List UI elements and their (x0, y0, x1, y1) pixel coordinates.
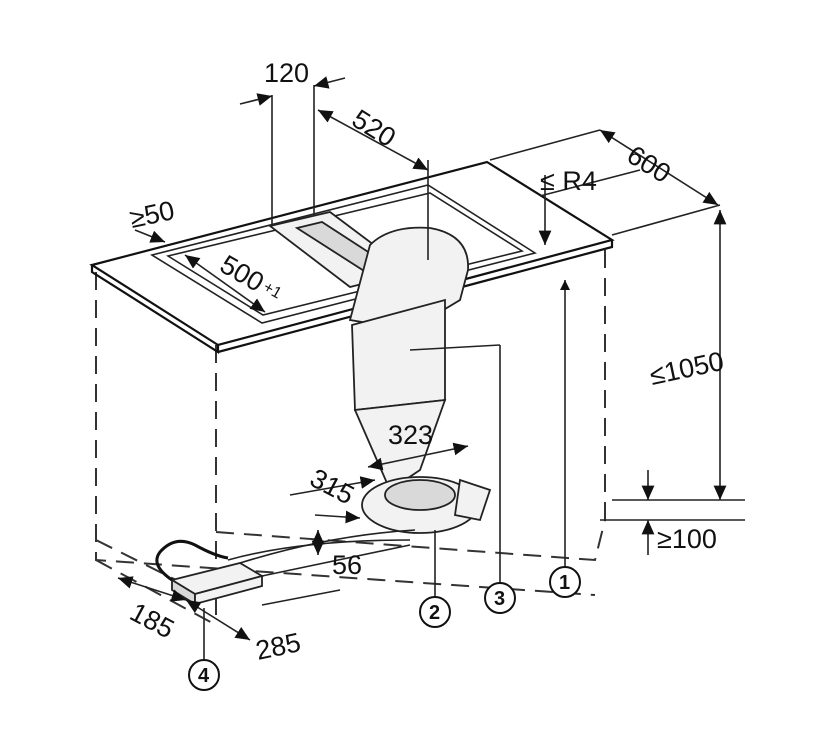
dim-520: 520 (347, 104, 401, 153)
callout-leaders (203, 280, 570, 660)
callout-3: 3 (484, 582, 516, 614)
callout-4-label: 4 (198, 665, 210, 687)
dim-185: 185 (125, 597, 179, 645)
callout-1-label: 1 (559, 572, 570, 594)
cables (155, 529, 416, 582)
dim-min-100: ≥100 (657, 524, 717, 554)
dim-max-1050: ≤1050 (647, 346, 726, 391)
callout-3-label: 3 (494, 588, 505, 610)
radius-r4: ≤ R4 (540, 166, 597, 196)
dim-500-tolerance: +1 (260, 279, 284, 303)
callout-1: 1 (549, 566, 581, 598)
fan-housing (348, 226, 492, 534)
callout-2-label: 2 (429, 602, 440, 624)
dim-315: 315 (305, 463, 359, 511)
dim-120: 120 (264, 58, 309, 88)
dim-285: 285 (253, 627, 303, 666)
dim-323: 323 (388, 420, 433, 450)
dim-min-50: ≥50 (127, 195, 177, 234)
callout-4: 4 (188, 659, 220, 691)
control-box (169, 562, 265, 606)
dimension-lines (117, 76, 745, 641)
dim-56: 56 (332, 550, 362, 580)
callout-2: 2 (419, 596, 451, 628)
dim-600: 600 (622, 140, 676, 189)
